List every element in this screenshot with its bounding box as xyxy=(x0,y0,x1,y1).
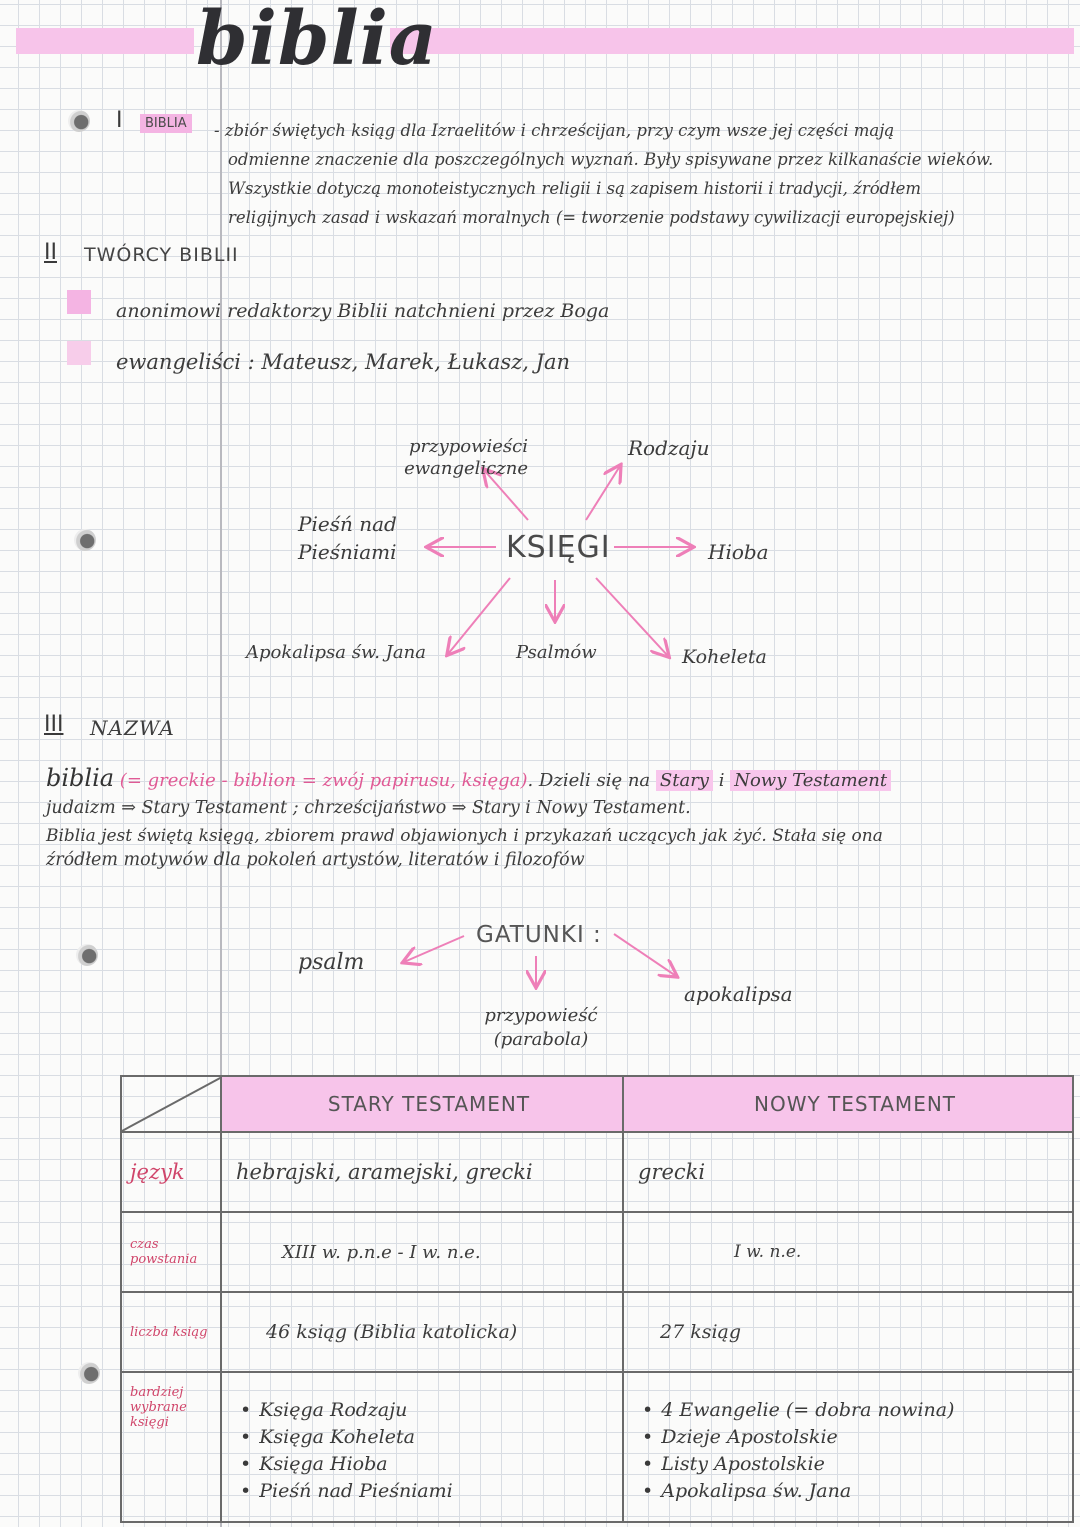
section1-tag-text: BIBLIA xyxy=(145,116,187,131)
header-new-testament: NOWY TESTAMENT xyxy=(622,1075,1074,1133)
name-etymology: (= greckie - biblion = zwój papirusu, ks… xyxy=(119,770,528,791)
row-label-time: czas powstania xyxy=(120,1211,222,1293)
title-highlight-left xyxy=(16,28,194,54)
arrow-to-psalm xyxy=(404,935,465,962)
creators-item-2: ewangeliści : Mateusz, Marek, Łukasz, Ja… xyxy=(116,350,571,374)
old-count: 46 ksiąg (Biblia katolicka) xyxy=(220,1291,624,1373)
bullet-square-2 xyxy=(67,341,91,365)
section2-heading: TWÓRCY BIBLII xyxy=(84,244,239,266)
section1-numeral: I xyxy=(116,108,123,133)
books-item-koheleta: Koheleta xyxy=(682,646,767,668)
page-title: biblia xyxy=(196,0,438,82)
new-books: 4 Ewangelie (= dobra nowina) Dzieje Apos… xyxy=(622,1371,1074,1523)
section1-definition: - zbiór świętych ksiąg dla Izraelitów i … xyxy=(214,116,993,232)
list-item: Dzieje Apostolskie xyxy=(660,1424,1072,1451)
arrow-to-koheleta xyxy=(595,577,668,656)
title-highlight-right xyxy=(390,28,1074,54)
genres-item-przypowiesc-text: przypowieść (parabola) xyxy=(484,1005,598,1050)
books-center: KSIĘGI xyxy=(506,530,611,565)
row-label-books: bardziej wybrane księgi xyxy=(120,1371,222,1523)
section2-numeral: II xyxy=(44,240,57,265)
definition-line-4: religijnych zasad i wskazań moralnych (=… xyxy=(228,208,955,227)
row-label-language: język xyxy=(120,1131,222,1213)
punch-hole-4 xyxy=(78,1362,100,1384)
testaments-table: STARY TESTAMENT NOWY TESTAMENT język heb… xyxy=(120,1075,1074,1523)
name-line-1: biblia (= greckie - biblion = zwój papir… xyxy=(46,764,892,792)
name-divides: . Dzieli się na xyxy=(527,770,651,791)
definition-line-2: odmienne znaczenie dla poszczególnych wy… xyxy=(228,150,994,169)
section3-heading: NAZWA xyxy=(90,716,175,740)
list-item: Pieśń nad Pieśniami xyxy=(258,1478,622,1505)
arrow-to-apokalipsa xyxy=(448,577,511,654)
list-item: Listy Apostolskie xyxy=(660,1451,1072,1478)
definition-line-1: - zbiór świętych ksiąg dla Izraelitów i … xyxy=(214,121,895,140)
name-and: i xyxy=(718,770,725,791)
new-count: 27 ksiąg xyxy=(622,1291,1074,1373)
list-item: Apokalipsa św. Jana xyxy=(660,1478,1072,1505)
list-item: Księga Koheleta xyxy=(258,1424,622,1451)
table-header-row: STARY TESTAMENT NOWY TESTAMENT xyxy=(120,1075,1074,1133)
old-books-list: Księga Rodzaju Księga Koheleta Księga Hi… xyxy=(236,1397,622,1505)
name-word: biblia xyxy=(46,764,115,792)
genres-item-psalm: psalm xyxy=(298,950,365,975)
genres-item-przypowiesc: przypowieść (parabola) xyxy=(466,1004,616,1052)
genres-item-apokalipsa: apokalipsa xyxy=(684,982,793,1006)
header-old-testament: STARY TESTAMENT xyxy=(220,1075,624,1133)
list-item: Księga Hioba xyxy=(258,1451,622,1478)
new-books-list: 4 Ewangelie (= dobra nowina) Dzieje Apos… xyxy=(638,1397,1072,1505)
genres-center: GATUNKI : xyxy=(476,922,602,948)
books-item-psalmow: Psalmów xyxy=(516,642,597,663)
old-books: Księga Rodzaju Księga Koheleta Księga Hi… xyxy=(220,1371,624,1523)
name-line-2: judaizm ⇒ Stary Testament ; chrześcijańs… xyxy=(46,798,691,818)
table-row: czas powstania XIII w. p.n.e - I w. n.e.… xyxy=(120,1211,1074,1293)
books-item-apokalipsa: Apokalipsa św. Jana xyxy=(246,642,426,663)
arrow-to-apokalipsa-genre xyxy=(613,933,676,976)
books-item-piesn-text: Pieśń nad Pieśniami xyxy=(298,512,397,564)
table-row: język hebrajski, aramejski, grecki greck… xyxy=(120,1131,1074,1213)
table-row: bardziej wybrane księgi Księga Rodzaju K… xyxy=(120,1371,1074,1523)
table-row: liczba ksiąg 46 ksiąg (Biblia katolicka)… xyxy=(120,1291,1074,1373)
books-item-hioba: Hioba xyxy=(708,540,769,564)
books-item-rodzaju: Rodzaju xyxy=(628,436,710,460)
punch-hole-3 xyxy=(76,944,98,966)
bullet-square-1 xyxy=(67,290,91,314)
list-item: 4 Ewangelie (= dobra nowina) xyxy=(660,1397,1072,1424)
punch-hole-2 xyxy=(74,529,96,551)
section1-tag: BIBLIA xyxy=(140,114,192,133)
books-item-przypowiesci: przypowieści ewangeliczne xyxy=(368,436,528,480)
list-item: Księga Rodzaju xyxy=(258,1397,622,1424)
notebook-margin-line xyxy=(220,0,222,1527)
name-new-testament: Nowy Testament xyxy=(730,770,892,791)
new-language: grecki xyxy=(622,1131,1074,1213)
punch-hole-1 xyxy=(68,110,90,132)
section3-numeral: III xyxy=(44,712,64,737)
name-old-testament: Stary xyxy=(655,770,713,791)
name-line-3: Biblia jest świętą księgą, zbiorem prawd… xyxy=(46,826,883,846)
row-label-count: liczba ksiąg xyxy=(120,1291,222,1373)
books-item-przypowiesci-text: przypowieści ewangeliczne xyxy=(404,436,528,479)
old-time: XIII w. p.n.e - I w. n.e. xyxy=(220,1211,624,1293)
corner-diagonal xyxy=(122,1077,222,1131)
new-time: I w. n.e. xyxy=(622,1211,1074,1293)
definition-line-3: Wszystkie dotyczą monoteistycznych relig… xyxy=(228,179,921,198)
books-item-piesn: Pieśń nad Pieśniami xyxy=(298,510,418,566)
old-language: hebrajski, aramejski, grecki xyxy=(220,1131,624,1213)
table-corner-cell xyxy=(120,1075,222,1133)
creators-item-1: anonimowi redaktorzy Biblii natchnieni p… xyxy=(116,300,610,322)
arrow-to-rodzaju xyxy=(585,466,620,521)
name-line-4: źródłem motywów dla pokoleń artystów, li… xyxy=(46,850,585,870)
